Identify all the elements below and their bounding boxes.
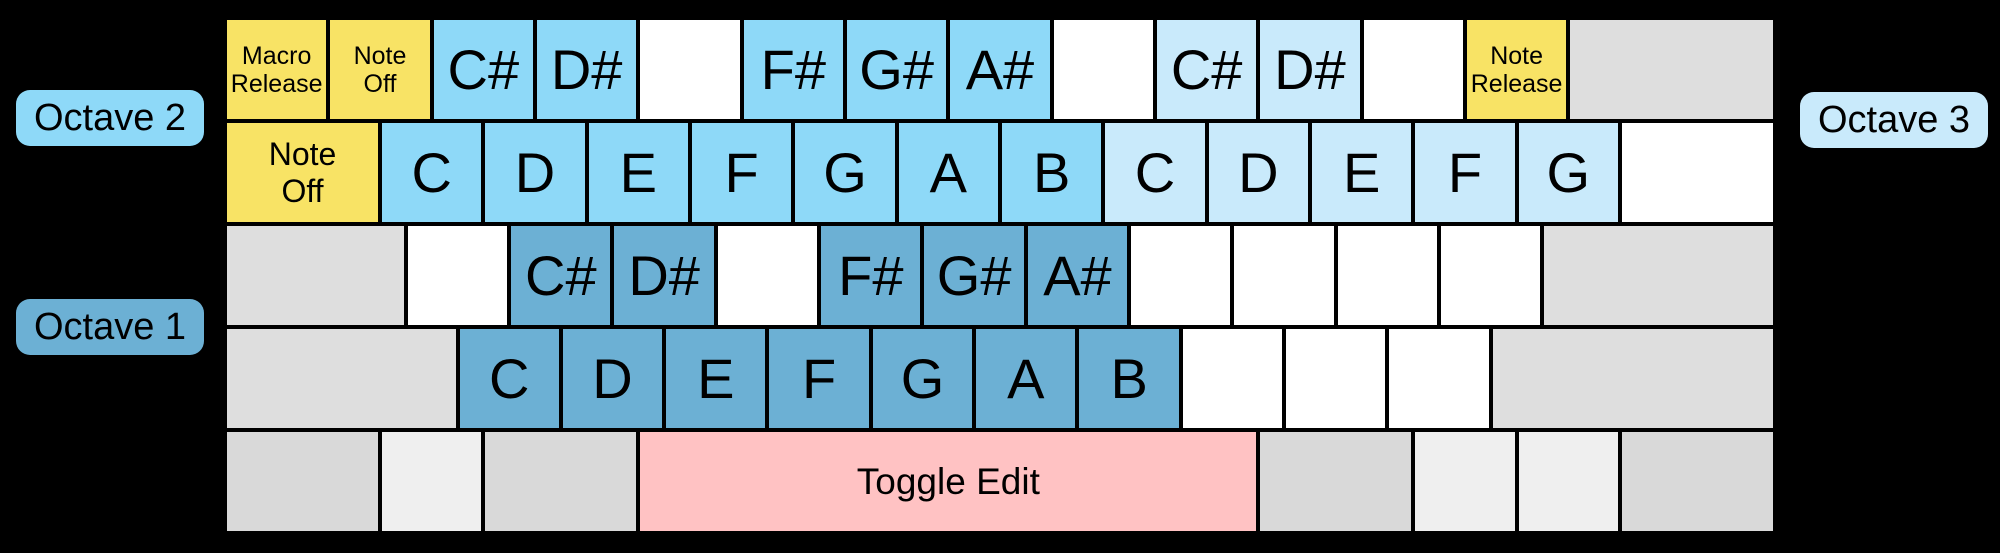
key-unused-modifier[interactable]: [380, 430, 484, 533]
key-unused-modifier[interactable]: [225, 430, 380, 533]
key-b-octave1[interactable]: B: [1077, 327, 1181, 430]
key-g-octave3[interactable]: G: [1516, 121, 1620, 224]
keyboard-row-3: C#D# F#G#A#: [225, 224, 1775, 327]
key-unused-wide[interactable]: [1568, 18, 1775, 121]
key-unmapped[interactable]: [1361, 18, 1465, 121]
key-unmapped[interactable]: [1619, 121, 1775, 224]
key-unused-modifier[interactable]: [483, 430, 639, 533]
key-f-octave1[interactable]: F: [767, 327, 871, 430]
key-b-octave2[interactable]: B: [999, 121, 1104, 224]
key-c-octave3[interactable]: C: [1103, 121, 1207, 224]
key-csharp-octave2[interactable]: C#: [431, 18, 535, 121]
key-dsharp-octave3[interactable]: D#: [1258, 18, 1362, 121]
keyboard-row-5: Toggle Edit: [225, 430, 1775, 533]
key-toggle-edit[interactable]: Toggle Edit: [638, 430, 1259, 533]
key-g-octave1[interactable]: G: [870, 327, 975, 430]
key-g-octave2[interactable]: G: [793, 121, 897, 224]
key-unused-modifier[interactable]: [1619, 430, 1775, 533]
key-f-octave2[interactable]: F: [689, 121, 794, 224]
key-note-off[interactable]: Note Off: [328, 18, 432, 121]
key-dsharp-octave2[interactable]: D#: [534, 18, 639, 121]
key-d-octave3[interactable]: D: [1206, 121, 1310, 224]
key-a-octave1[interactable]: A: [974, 327, 1078, 430]
key-unused-wide[interactable]: [225, 224, 406, 327]
key-d-octave1[interactable]: D: [560, 327, 665, 430]
key-d-octave2[interactable]: D: [483, 121, 587, 224]
key-unmapped[interactable]: [1129, 224, 1233, 327]
key-e-octave2[interactable]: E: [586, 121, 690, 224]
key-f-octave3[interactable]: F: [1413, 121, 1517, 224]
key-asharp-octave1[interactable]: A#: [1025, 224, 1130, 327]
key-unmapped[interactable]: [405, 224, 510, 327]
key-fsharp-octave2[interactable]: F#: [741, 18, 845, 121]
key-e-octave3[interactable]: E: [1309, 121, 1414, 224]
key-e-octave1[interactable]: E: [664, 327, 768, 430]
key-unused-wide[interactable]: [225, 327, 458, 430]
key-unmapped[interactable]: [1439, 224, 1543, 327]
key-a-octave2[interactable]: A: [896, 121, 1000, 224]
key-asharp-octave2[interactable]: A#: [948, 18, 1052, 121]
key-c-octave1[interactable]: C: [457, 327, 561, 430]
key-unmapped[interactable]: [1387, 327, 1491, 430]
key-macro-release[interactable]: Macro Release: [225, 18, 329, 121]
key-unmapped[interactable]: [1335, 224, 1440, 327]
key-unmapped[interactable]: [1232, 224, 1336, 327]
octave-3-label: Octave 3: [1800, 92, 1988, 148]
key-csharp-octave1[interactable]: C#: [509, 224, 613, 327]
key-unmapped[interactable]: [638, 18, 742, 121]
key-note-off-wide[interactable]: Note Off: [225, 121, 380, 224]
key-gsharp-octave2[interactable]: G#: [844, 18, 949, 121]
key-unused-wide[interactable]: [1490, 327, 1775, 430]
key-unused-modifier[interactable]: [1258, 430, 1414, 533]
key-csharp-octave3[interactable]: C#: [1154, 18, 1259, 121]
key-note-release[interactable]: Note Release: [1464, 18, 1569, 121]
key-unused-modifier[interactable]: [1413, 430, 1517, 533]
key-unmapped[interactable]: [1180, 327, 1285, 430]
key-unused-wide[interactable]: [1542, 224, 1775, 327]
key-unmapped[interactable]: [715, 224, 820, 327]
key-unmapped[interactable]: [1284, 327, 1388, 430]
key-fsharp-octave1[interactable]: F#: [819, 224, 923, 327]
octave-2-label: Octave 2: [16, 90, 204, 146]
key-unmapped[interactable]: [1051, 18, 1155, 121]
key-unused-modifier[interactable]: [1516, 430, 1620, 533]
octave-1-label: Octave 1: [16, 299, 204, 355]
key-gsharp-octave1[interactable]: G#: [922, 224, 1026, 327]
key-c-octave2[interactable]: C: [380, 121, 484, 224]
key-dsharp-octave1[interactable]: D#: [612, 224, 716, 327]
